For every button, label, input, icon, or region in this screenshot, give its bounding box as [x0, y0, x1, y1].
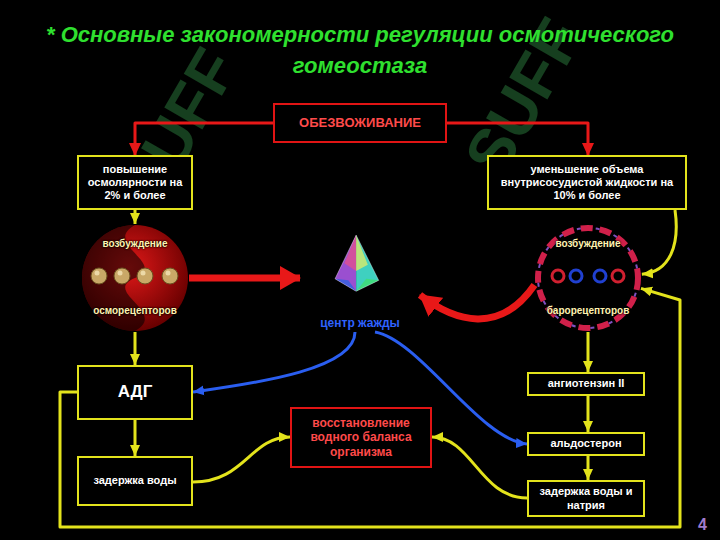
connector-arrow — [134, 210, 137, 224]
figure-text: барорецепторов — [534, 305, 642, 316]
connector-arrow — [135, 123, 273, 155]
figure-text: возбуждение — [534, 238, 642, 249]
box-text: восстановление водного баланса организма — [297, 416, 425, 459]
box-text: задержка воды — [93, 474, 176, 487]
box-text: повышение осмолярности на 2% и более — [84, 163, 186, 203]
pyramid-figure — [300, 232, 420, 310]
condition-box: уменьшение объема внутрисосудистой жидко… — [487, 155, 687, 210]
connector-arrow — [587, 332, 590, 372]
process-box: задержка воды — [77, 456, 193, 506]
figure-text: центр жажды — [300, 316, 420, 330]
figure-text: осморецепторов — [81, 305, 189, 316]
box-text: задержка воды и натрия — [534, 485, 638, 511]
thirst-center: центр жажды — [300, 232, 420, 332]
slide-title: * Основные закономерности регуляции осмо… — [20, 20, 700, 82]
result-box: восстановление водного баланса организма — [290, 407, 432, 468]
connector-arrow — [642, 210, 676, 274]
receptor-circle: возбуждение осморецепторов — [81, 224, 189, 332]
box-text: АДГ — [118, 382, 153, 402]
trigger-box: ОБЕЗВОЖИВАНИЕ — [273, 103, 447, 143]
connector-arrow — [447, 123, 588, 155]
box-text: ОБЕЗВОЖИВАНИЕ — [299, 115, 421, 131]
figure-text: возбуждение — [81, 238, 189, 249]
hormone-box: АДГ — [77, 365, 193, 420]
connector-arrow — [134, 332, 137, 365]
connector-arrow — [134, 420, 137, 456]
hormone-box: альдостерон — [527, 432, 645, 456]
connector-arrow — [587, 396, 590, 432]
connector-arrow — [587, 456, 590, 480]
box-text: ангиотензин II — [548, 377, 625, 390]
receptor-circle: возбуждение барорецепторов — [534, 224, 642, 332]
page-number: 4 — [698, 516, 707, 534]
connector-arrow — [193, 437, 290, 482]
connector-arrow — [420, 285, 534, 319]
condition-box: повышение осмолярности на 2% и более — [77, 155, 193, 210]
box-text: уменьшение объема внутрисосудистой жидко… — [494, 163, 680, 203]
process-box: задержка воды и натрия — [527, 480, 645, 517]
connector-arrow — [193, 332, 355, 392]
hormone-box: ангиотензин II — [527, 372, 645, 396]
connector-arrow — [189, 275, 300, 282]
connector-arrow — [432, 437, 527, 498]
box-text: альдостерон — [550, 437, 621, 450]
